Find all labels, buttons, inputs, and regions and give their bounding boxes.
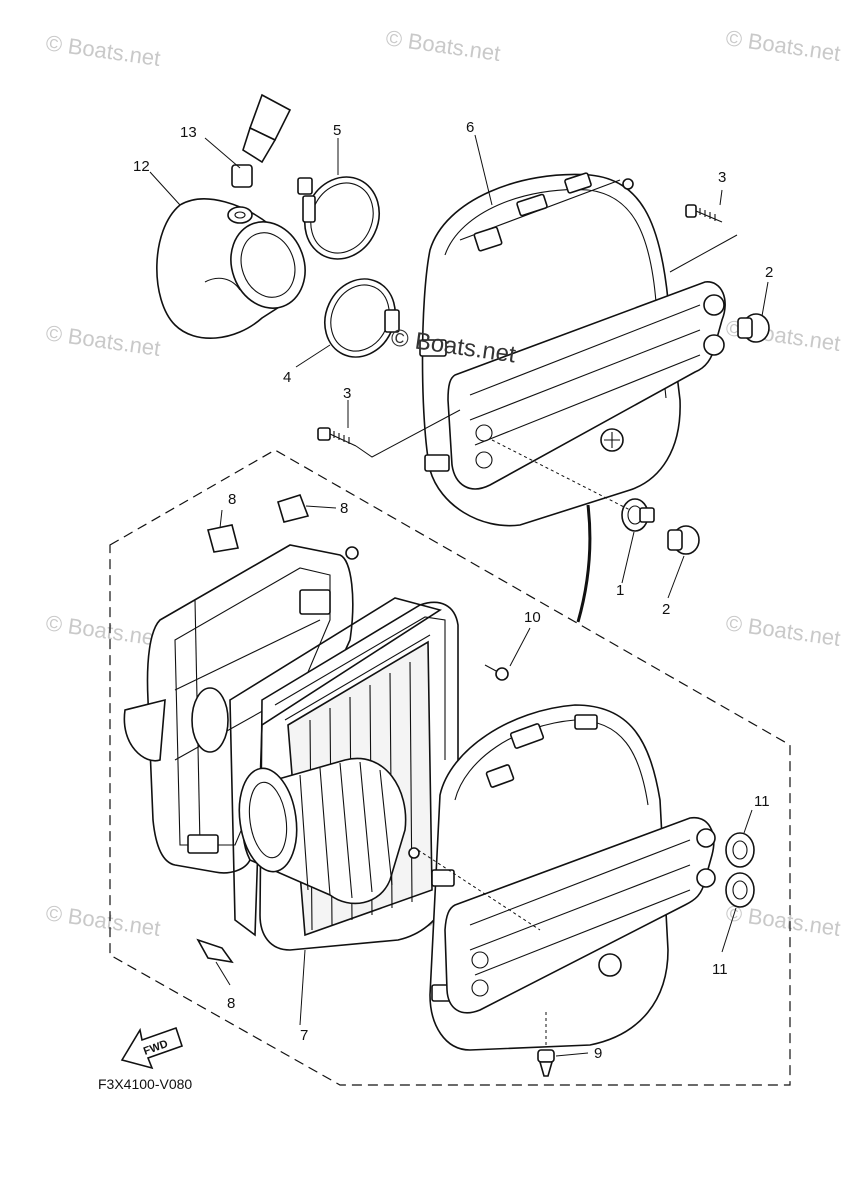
cap-upper [737,313,770,343]
callout-8-left: 8 [228,491,236,508]
intake-boot [156,198,306,340]
callout-3-upper: 3 [718,169,726,186]
assembly-boundary [109,449,791,1086]
callout-9: 9 [594,1045,602,1062]
callout-2-lower: 2 [662,601,670,618]
watermark: © Boats.net [724,25,842,66]
clip-top-center [277,494,310,523]
callout-13: 13 [180,124,197,141]
watermark: © Boats.net [384,25,502,66]
drain-hose [576,504,592,623]
callout-12: 12 [133,158,150,175]
callout-10: 10 [524,609,541,626]
grommet [621,498,655,532]
watermark: © Boats.net [724,610,842,651]
callout-11-upper: 11 [754,793,770,810]
callouts: 13 12 5 6 3 2 4 3 8 8 1 2 10 11 11 8 7 9 [133,119,773,1062]
callout-3-lower: 3 [343,385,351,402]
callout-11-lower: 11 [712,961,728,978]
callout-7: 7 [300,1027,308,1044]
callout-5: 5 [333,122,341,139]
fwd-arrow-icon: FWD [120,1026,184,1070]
grommet-lower-right [725,872,755,908]
callout-4: 4 [283,369,291,386]
air-case-rear-cover [408,704,716,1051]
hose-clamp-upper [297,176,380,260]
callout-1: 1 [616,582,624,599]
air-case-cover [419,172,726,527]
clip-top-left [207,524,239,553]
grommet-upper-right [725,832,755,868]
hose-clamp-lower [324,278,400,358]
bolt-upper-right [685,204,723,223]
cap-lower [667,525,700,555]
callout-6: 6 [466,119,474,136]
watermark: © Boats.net [44,320,162,361]
hose-fitting [231,93,292,188]
watermark: © Boats.net [44,900,162,941]
clip-bottom [196,938,234,964]
screw [484,664,509,681]
callout-8-bottom: 8 [227,995,235,1012]
callout-2-upper: 2 [765,264,773,281]
callout-8-right: 8 [340,500,348,517]
drain-plug [537,1049,555,1077]
intake-duct [238,757,407,905]
drawing-code: F3X4100-V080 [98,1076,192,1092]
watermark: © Boats.net [44,610,162,651]
leader-lines [149,134,769,1057]
watermark: © Boats.net [44,30,162,71]
bolt-middle-left [317,427,357,447]
air-case-body [123,544,359,874]
